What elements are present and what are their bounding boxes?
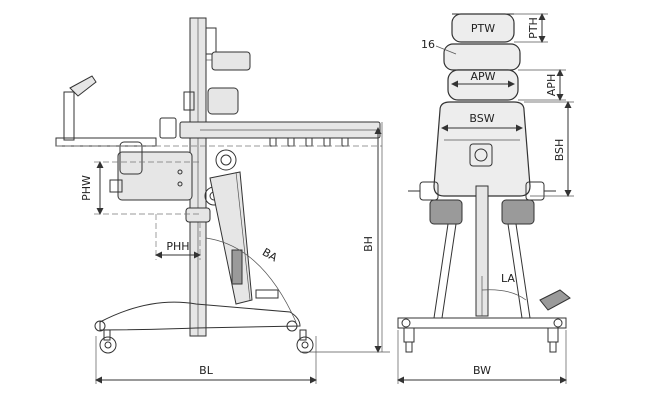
control-box <box>159 117 177 139</box>
part-16-leader <box>435 45 457 55</box>
label-apw: APW <box>470 70 495 83</box>
knee-pad <box>185 207 211 223</box>
head-support <box>211 51 251 71</box>
chest-pad <box>207 87 239 115</box>
caster-left <box>403 327 415 353</box>
base-frame <box>99 301 301 331</box>
side-view <box>55 17 390 384</box>
knee-pad-right <box>501 199 535 225</box>
label-aph: APH <box>545 74 558 96</box>
la-arc <box>481 289 527 301</box>
foot-plate <box>255 289 279 299</box>
gear-upper <box>215 149 237 171</box>
rear-caster <box>296 329 314 354</box>
actuator <box>231 249 243 285</box>
label-ba: BA <box>260 246 280 265</box>
label-la: LA <box>501 272 515 285</box>
label-pth: PTH <box>527 17 540 39</box>
label-bh: BH <box>362 236 375 252</box>
label-16: 16 <box>421 38 435 51</box>
label-bw: BW <box>473 364 491 377</box>
front-caster <box>99 329 117 354</box>
foot-plate-right <box>539 289 571 311</box>
label-ptw: PTW <box>471 22 495 35</box>
label-bsw: BSW <box>469 112 494 125</box>
dimension-labels: PHW PHH BA BH BL PTW PTH 16 APW APH BSW … <box>80 17 566 377</box>
front-view <box>397 13 574 384</box>
knee-pad-left <box>429 199 463 225</box>
control-knob <box>469 143 493 167</box>
part-16-pad <box>443 43 521 71</box>
forearm-support <box>69 75 97 97</box>
caster-right <box>547 327 559 353</box>
base-bar <box>397 317 567 329</box>
label-phh: PHH <box>166 240 189 253</box>
label-bsh: BSH <box>553 139 566 162</box>
ba-arc <box>205 237 297 323</box>
tray-clamps <box>269 137 349 147</box>
hip-support <box>117 151 193 201</box>
leg-strut <box>209 171 253 305</box>
label-phw: PHW <box>80 175 93 201</box>
label-bl: BL <box>199 364 214 377</box>
